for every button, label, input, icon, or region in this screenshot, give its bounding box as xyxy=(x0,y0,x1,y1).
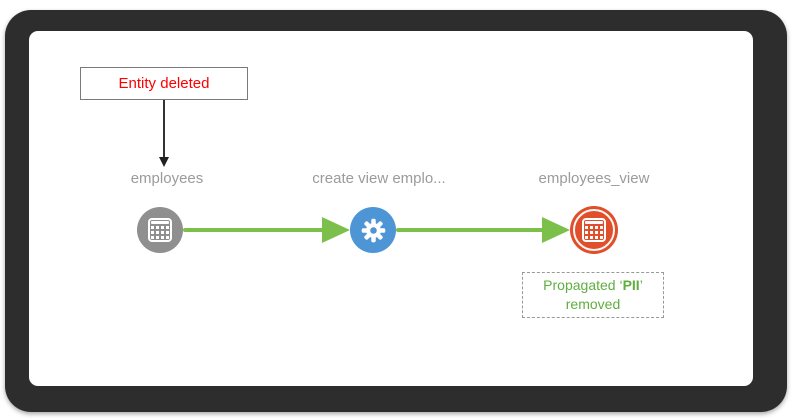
annotation-text-suffix: ’ xyxy=(639,277,643,293)
table-icon xyxy=(148,218,172,242)
node-create-view[interactable] xyxy=(350,207,396,253)
propagation-annotation: Propagated ‘PII’ removed xyxy=(522,272,664,318)
entity-deleted-label: Entity deleted xyxy=(118,75,210,92)
callout-arrow-down-icon xyxy=(159,157,169,167)
node-employees-view[interactable] xyxy=(570,206,618,254)
lineage-canvas: Entity deleted employees create view emp… xyxy=(29,31,753,386)
node-label-employees: employees xyxy=(130,170,204,187)
node-label-create-view: create view emplo... xyxy=(312,170,446,187)
edge-employees-to-create-view xyxy=(183,228,324,232)
annotation-text-prefix: Propagated ‘ xyxy=(543,277,623,293)
node-label-employees-view: employees_view xyxy=(538,170,650,187)
edge-arrowhead-icon xyxy=(542,217,570,243)
edge-create-view-to-employees-view xyxy=(396,228,544,232)
callout-connector-line xyxy=(163,100,165,157)
gear-icon xyxy=(361,218,385,242)
annotation-entity-name: PII xyxy=(622,277,640,293)
node-employees[interactable] xyxy=(137,207,183,253)
annotation-text-line2: removed xyxy=(565,296,621,312)
screenshot-frame: Entity deleted employees create view emp… xyxy=(5,10,787,412)
edge-arrowhead-icon xyxy=(322,217,350,243)
table-icon xyxy=(582,218,606,242)
entity-deleted-callout: Entity deleted xyxy=(80,67,248,100)
